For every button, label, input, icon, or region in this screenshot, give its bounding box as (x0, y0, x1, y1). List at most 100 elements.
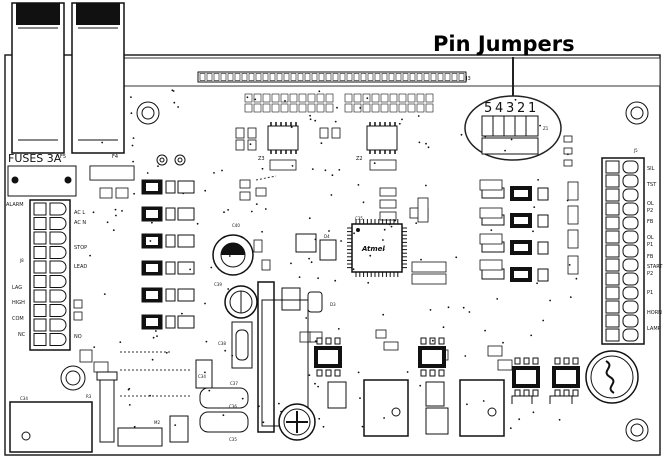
via (213, 172, 215, 174)
terminal-screw (622, 272, 639, 286)
pad (362, 103, 371, 113)
via (482, 400, 485, 402)
label-s9: C34 (20, 396, 28, 401)
ic-z3 (267, 122, 299, 154)
via (115, 214, 117, 217)
smd-component (247, 127, 257, 139)
smd-component (235, 127, 245, 139)
via (290, 126, 293, 128)
via (182, 192, 185, 195)
left-terminal-label: HIGH (12, 300, 25, 306)
power-ic-pin (532, 389, 539, 397)
pad (271, 93, 280, 103)
terminal-slot (33, 333, 47, 346)
smd-component (567, 255, 579, 275)
smd-part (537, 241, 549, 255)
power-ic-pin (334, 369, 341, 377)
fuses-label: FUSES 3A (8, 152, 62, 165)
inductor-coil (212, 234, 254, 276)
right-terminal-label: P2 (647, 271, 653, 277)
header-pin (458, 73, 465, 81)
smd-component (235, 139, 245, 151)
via (357, 371, 360, 374)
via (394, 219, 396, 222)
jumper-number-5: 5 (484, 101, 492, 116)
via (241, 397, 244, 400)
header-pin (381, 73, 388, 81)
relay-2 (459, 379, 505, 437)
smd-part (165, 207, 176, 221)
header-pin (276, 73, 283, 81)
potentiometer (278, 403, 316, 441)
header-pin (360, 73, 367, 81)
smd-component (331, 127, 341, 139)
terminal-slot (605, 244, 620, 258)
terminal-slot (33, 260, 47, 274)
terminal-screw (622, 188, 639, 202)
header-pin (248, 73, 255, 81)
terminal-slot (33, 202, 47, 216)
via (308, 257, 310, 260)
jumper-highlight-circle (464, 95, 562, 161)
via (510, 138, 513, 141)
terminal-screw (49, 304, 67, 317)
via (390, 225, 393, 228)
via (128, 404, 131, 406)
header-body (197, 71, 467, 83)
pad (407, 103, 416, 113)
middle-components (231, 233, 337, 433)
via (415, 222, 418, 225)
pad (244, 93, 253, 103)
via (369, 254, 372, 257)
via (382, 239, 384, 241)
via (367, 281, 370, 284)
via (509, 427, 512, 430)
terminal-slot (605, 216, 620, 230)
pad (289, 103, 298, 113)
left-terminal-id: J8 (19, 258, 24, 263)
opto-chip-face (146, 210, 158, 218)
via (328, 230, 330, 232)
via (227, 288, 230, 290)
header-pin (437, 73, 444, 81)
via (308, 374, 311, 376)
header-pin (339, 73, 346, 81)
terminal-slot (33, 289, 47, 303)
bottom-capacitors (195, 359, 249, 433)
smd-component (567, 205, 579, 225)
smd-component (79, 349, 93, 363)
left-terminal-label: AC L (74, 210, 85, 216)
via (222, 414, 225, 417)
right-terminal-block (601, 157, 645, 345)
header-pin (255, 73, 262, 81)
terminal-slot (605, 286, 620, 300)
right-terminal-label: TST (646, 182, 657, 188)
header-pin (374, 73, 381, 81)
terminal-screw (622, 328, 639, 342)
header-pin (451, 73, 458, 81)
header-pin (234, 73, 241, 81)
via (152, 336, 155, 339)
bottom-right-pins (511, 395, 573, 404)
header-pin (416, 73, 423, 81)
header-pin (269, 73, 276, 81)
via (246, 96, 249, 99)
terminal-screw (49, 246, 67, 259)
smd-component (73, 299, 83, 309)
terminal-screw (49, 318, 67, 332)
label-c36: C36 (229, 404, 237, 409)
power-ic-pin (420, 337, 427, 345)
ic-z2 (366, 122, 398, 154)
via (549, 299, 551, 302)
via (228, 255, 231, 257)
terminal-screw (622, 286, 639, 300)
power-ic-pin (316, 369, 323, 377)
via (308, 217, 311, 220)
via (151, 358, 154, 361)
terminal-slot (33, 217, 47, 230)
via (262, 421, 265, 424)
via (157, 165, 159, 168)
terminal-screw (49, 289, 67, 303)
opto-chip-face (514, 190, 528, 197)
